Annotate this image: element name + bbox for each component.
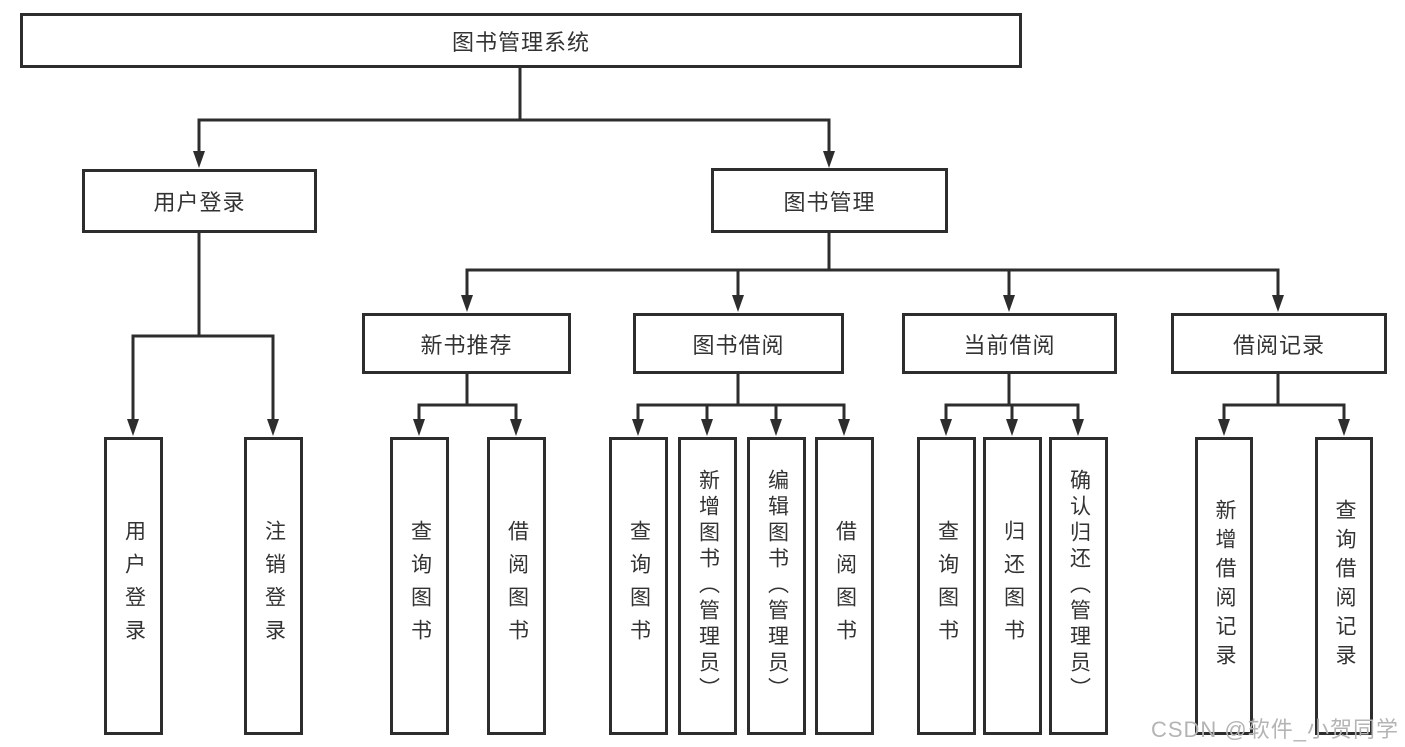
leaf-query-books-current: 查询图书	[917, 437, 976, 735]
connector-book-management-group	[465, 233, 1280, 297]
leaf-query-borrow-record-label: 查询借阅记录	[1333, 499, 1356, 673]
leaf-query-books-recommend-label: 查询图书	[408, 520, 432, 652]
node-book-management: 图书管理	[711, 168, 948, 233]
leaf-logout-label: 注销登录	[262, 520, 286, 652]
arrowheads-book-borrow-group	[632, 419, 850, 436]
arrowheads-current-borrow-group	[940, 419, 1084, 436]
leaf-borrow-books-label: 借阅图书	[833, 520, 857, 652]
leaf-edit-book-admin: 编辑图书（管理员）	[747, 437, 806, 735]
leaf-user-login: 用户登录	[104, 437, 163, 735]
leaf-add-borrow-record-label: 新增借阅记录	[1213, 499, 1236, 673]
leaf-add-book-admin-label: 新增图书（管理员）	[696, 469, 720, 703]
leaf-confirm-return-admin-label: 确认归还（管理员）	[1067, 469, 1091, 703]
leaf-borrow-books-recommend: 借阅图书	[487, 437, 546, 735]
node-new-book-recommend-label: 新书推荐	[420, 332, 513, 358]
leaf-query-books-current-label: 查询图书	[935, 520, 959, 652]
leaf-query-books-borrow-label: 查询图书	[627, 520, 651, 652]
leaf-add-book-admin: 新增图书（管理员）	[678, 437, 737, 735]
arrowheads-new-book-group	[413, 419, 522, 436]
node-root-label: 图书管理系统	[451, 29, 590, 55]
node-book-borrow-label: 图书借阅	[692, 332, 785, 358]
leaf-query-borrow-record: 查询借阅记录	[1315, 437, 1373, 735]
arrowheads-borrow-records-group	[1218, 419, 1350, 436]
node-user-login: 用户登录	[82, 169, 317, 233]
node-new-book-recommend: 新书推荐	[362, 313, 571, 374]
leaf-logout: 注销登录	[244, 437, 303, 735]
arrowheads-level3	[461, 295, 1284, 312]
leaf-return-book: 归还图书	[983, 437, 1042, 735]
node-current-borrow: 当前借阅	[902, 313, 1117, 374]
arrowheads-level2	[193, 151, 835, 168]
leaf-query-books-recommend: 查询图书	[390, 437, 449, 735]
node-user-login-label: 用户登录	[153, 190, 246, 215]
arrowheads-user-login-group	[127, 419, 279, 436]
connector-borrow-records-group	[1222, 374, 1346, 421]
leaf-confirm-return-admin: 确认归还（管理员）	[1049, 437, 1108, 735]
leaf-add-borrow-record: 新增借阅记录	[1195, 437, 1253, 735]
connector-book-borrow-group	[636, 374, 846, 421]
node-borrow-records-label: 借阅记录	[1232, 332, 1325, 358]
connector-root-to-level2	[197, 68, 831, 153]
leaf-query-books-borrow: 查询图书	[609, 437, 668, 735]
connector-current-borrow-group	[944, 374, 1080, 421]
leaf-user-login-label: 用户登录	[122, 520, 146, 652]
node-current-borrow-label: 当前借阅	[963, 332, 1056, 358]
node-borrow-records: 借阅记录	[1171, 313, 1387, 374]
leaf-borrow-books: 借阅图书	[815, 437, 874, 735]
node-book-management-label: 图书管理	[783, 189, 876, 215]
node-book-borrow: 图书借阅	[633, 313, 844, 374]
leaf-edit-book-admin-label: 编辑图书（管理员）	[765, 469, 789, 703]
leaf-return-book-label: 归还图书	[1001, 520, 1025, 652]
leaf-borrow-books-recommend-label: 借阅图书	[505, 520, 529, 652]
connector-user-login-group	[131, 233, 275, 421]
csdn-watermark: CSDN @软件_小贺同学	[1150, 717, 1399, 742]
node-root: 图书管理系统	[20, 13, 1022, 68]
connector-new-book-group	[417, 374, 518, 421]
